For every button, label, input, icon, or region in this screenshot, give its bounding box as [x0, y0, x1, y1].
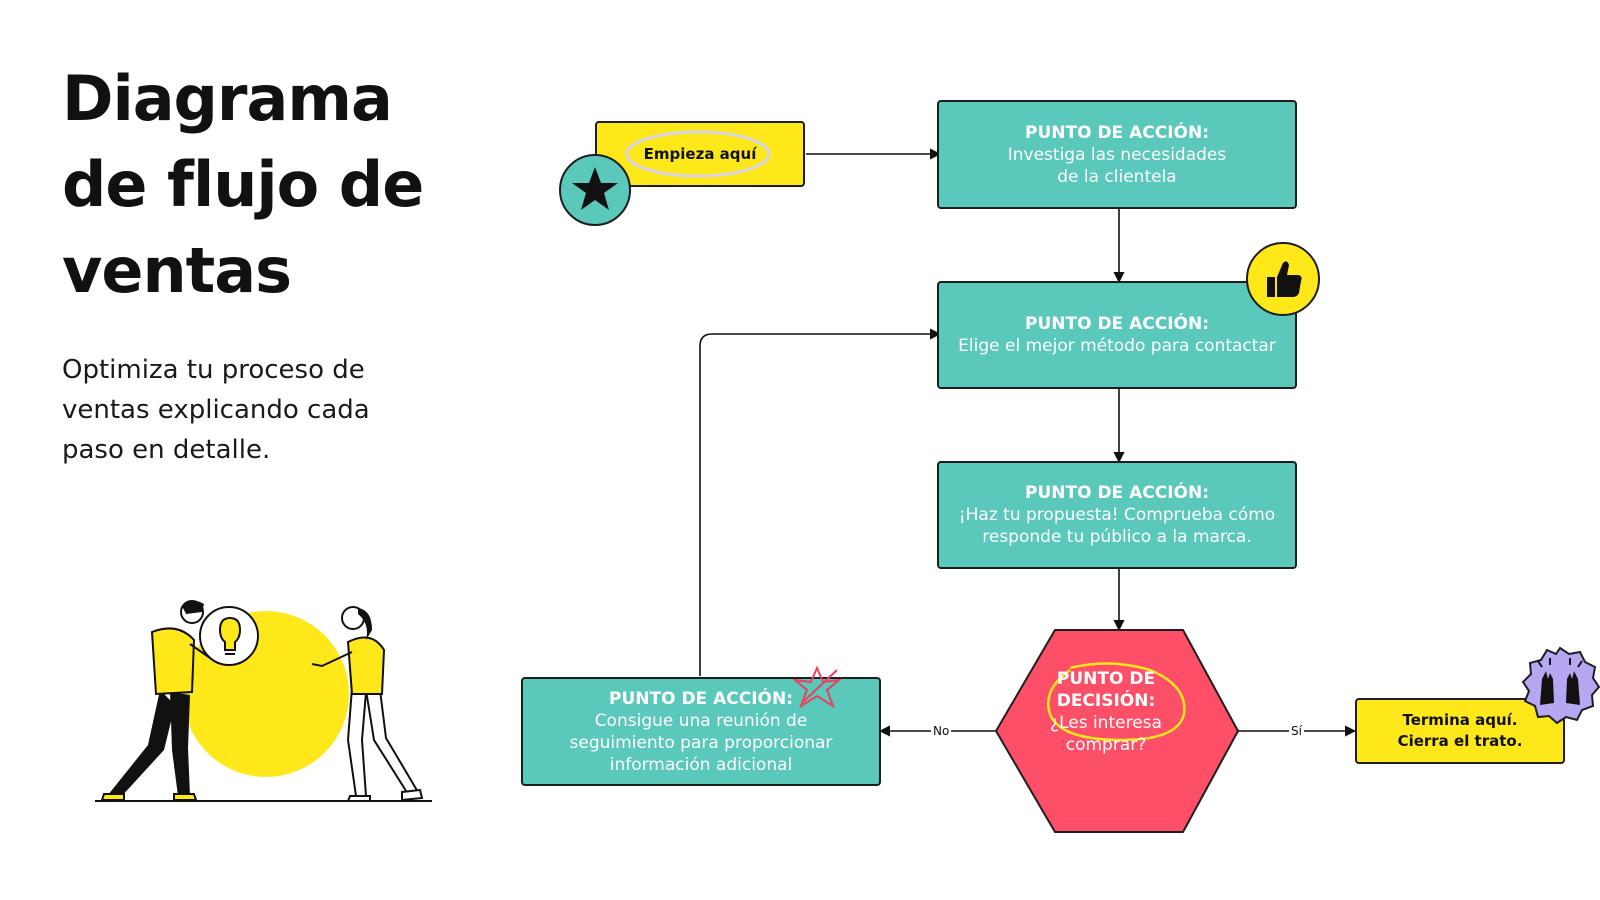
thumbs-up-icon	[1246, 242, 1320, 316]
subtitle-line-3: paso en detalle.	[62, 435, 271, 465]
edge-label-yes: Sí	[1289, 724, 1304, 738]
subtitle-line-2: ventas explicando cada	[62, 395, 370, 425]
decision-heading-line: PUNTO DE	[1056, 669, 1156, 689]
end-text: Termina aquí. Cierra el trato.	[1398, 710, 1523, 752]
action-step-pitch: PUNTO DE ACCIÓN: ¡Haz tu propuesta! Comp…	[937, 461, 1297, 569]
decision-text: PUNTO DE DECISIÓN: ¿Les interesa comprar…	[990, 668, 1222, 756]
sales-team-illustration	[95, 600, 432, 802]
title-line-2: de flujo de	[62, 148, 424, 221]
action-step-text-line: información adicional	[609, 754, 793, 775]
page-title: Diagrama de flujo de ventas	[62, 56, 482, 314]
start-label: Empieza aquí	[643, 144, 757, 163]
decision-question-line: comprar?	[1065, 735, 1147, 755]
action-step-heading: PUNTO DE ACCIÓN:	[1024, 314, 1209, 334]
decision-heading-line: DECISIÓN:	[1056, 691, 1156, 711]
action-step-text-line: de la clientela	[1057, 166, 1177, 187]
page-subtitle: Optimiza tu proceso de ventas explicando…	[62, 350, 422, 470]
edge-label-no: No	[931, 724, 952, 738]
raised-hands-icon	[1521, 646, 1600, 725]
title-line-1: Diagrama	[62, 62, 393, 135]
action-step-text-line: responde tu público a la marca.	[982, 527, 1252, 547]
action-step-research: PUNTO DE ACCIÓN: Investiga las necesidad…	[937, 100, 1297, 209]
action-step-heading: PUNTO DE ACCIÓN:	[1024, 483, 1209, 503]
action-step-follow-up: PUNTO DE ACCIÓN: Consigue una reunión de…	[521, 677, 881, 786]
person-right	[311, 606, 424, 802]
end-box: Termina aquí. Cierra el trato.	[1355, 698, 1565, 764]
decision-circle-highlight	[1047, 662, 1186, 742]
end-text-line: Cierra el trato.	[1397, 732, 1523, 750]
end-text-line: Termina aquí.	[1402, 711, 1518, 729]
action-step-text: Investiga las necesidades de la clientel…	[1008, 144, 1227, 188]
title-line-3: ventas	[62, 234, 292, 307]
subtitle-line-1: Optimiza tu proceso de	[62, 355, 365, 385]
action-step-text-line: seguimiento para proporcionar	[569, 732, 833, 753]
decision-question: ¿Les interesa comprar?	[990, 712, 1222, 756]
action-step-text-line: Consigue una reunión de	[594, 710, 808, 731]
action-step-heading: PUNTO DE ACCIÓN:	[1024, 122, 1209, 143]
connector-followup-loop-to-step2	[699, 328, 942, 676]
action-step-text-line: ¡Haz tu propuesta! Comprueba cómo	[958, 505, 1276, 525]
action-step-text-line: Elige el mejor método para contactar	[958, 336, 1276, 356]
decision-heading: PUNTO DE DECISIÓN:	[990, 668, 1222, 712]
start-circle-highlight	[625, 130, 771, 178]
action-step-text: ¡Haz tu propuesta! Comprueba cómo respon…	[959, 504, 1275, 548]
scribble-star-icon	[793, 665, 843, 709]
action-step-text-line: Investiga las necesidades	[1007, 144, 1227, 165]
action-step-text: Elige el mejor método para contactar	[958, 335, 1276, 357]
action-step-contact-method: PUNTO DE ACCIÓN: Elige el mejor método p…	[937, 281, 1297, 389]
star-icon	[559, 154, 631, 226]
action-step-text: Consigue una reunión de seguimiento para…	[570, 710, 833, 776]
decision-question-line: ¿Les interesa	[1050, 713, 1162, 733]
action-step-heading: PUNTO DE ACCIÓN:	[608, 688, 793, 709]
lightbulb-icon	[199, 606, 259, 666]
